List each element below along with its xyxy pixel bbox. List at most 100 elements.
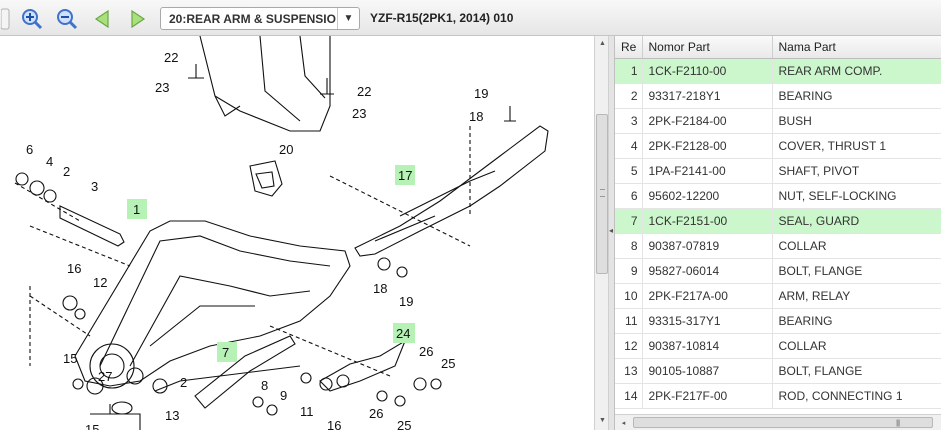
callout-label[interactable]: 23 <box>155 80 169 95</box>
cell-part-number: 2PK-F217A-00 <box>642 283 773 309</box>
cell-ref: 3 <box>615 108 643 134</box>
callout-label[interactable]: 15 <box>63 351 77 366</box>
table-horizontal-scrollbar[interactable]: ◂ |||| <box>615 414 941 430</box>
zoom-out-icon[interactable] <box>55 7 79 31</box>
cell-part-name: COLLAR <box>772 233 941 259</box>
callout-label[interactable]: 27 <box>98 369 112 384</box>
next-arrow-icon[interactable] <box>126 7 150 31</box>
cell-part-number: 90105-10887 <box>642 358 773 384</box>
callout-label[interactable]: 18 <box>373 281 387 296</box>
exploded-view-drawing: 22 23 22 23 19 18 6 4 2 3 20 17 1 16 12 … <box>14 36 549 430</box>
cell-part-number: 95602-12200 <box>642 183 773 209</box>
cell-part-name: BOLT, FLANGE <box>772 258 941 284</box>
callout-label[interactable]: 16 <box>327 418 341 430</box>
callout-label[interactable]: 22 <box>357 84 371 99</box>
callout-label[interactable]: 19 <box>474 86 488 101</box>
toolbar: 20:REAR ARM & SUSPENSIO ▼ YZF-R15(2PK1, … <box>0 0 941 36</box>
callout-label[interactable]: 11 <box>300 404 314 419</box>
callout-label[interactable]: 2 <box>180 375 187 390</box>
callout-label[interactable]: 12 <box>93 275 107 290</box>
callout-label[interactable]: 6 <box>26 142 33 157</box>
cell-ref: 14 <box>615 383 643 409</box>
scroll-up-icon[interactable]: ▲ <box>599 40 606 47</box>
cell-ref: 13 <box>615 358 643 384</box>
cell-part-number: 1PA-F2141-00 <box>642 158 773 184</box>
scrollbar-thumb[interactable]: |||| <box>633 417 933 428</box>
column-header-part-name[interactable]: Nama Part <box>772 36 941 59</box>
cell-part-number: 95827-06014 <box>642 258 773 284</box>
callout-label[interactable]: 20 <box>279 142 293 157</box>
cell-part-name: COVER, THRUST 1 <box>772 133 941 159</box>
scroll-down-icon[interactable]: ▼ <box>599 417 606 424</box>
callout-label[interactable]: 22 <box>164 50 178 65</box>
callout-label[interactable]: 17 <box>398 168 412 183</box>
section-select-value: 20:REAR ARM & SUSPENSIO <box>169 11 336 26</box>
cell-part-name: COLLAR <box>772 333 941 359</box>
callout-label[interactable]: 19 <box>399 294 413 309</box>
callout-label[interactable]: 7 <box>222 345 229 360</box>
parts-diagram[interactable]: 22 23 22 23 19 18 6 4 2 3 20 17 1 16 12 … <box>0 36 594 430</box>
callout-label[interactable]: 25 <box>397 418 411 430</box>
callout-label[interactable]: 3 <box>91 179 98 194</box>
callout-label[interactable]: 16 <box>67 261 81 276</box>
section-select[interactable]: 20:REAR ARM & SUSPENSIO ▼ <box>160 7 360 30</box>
cell-part-number: 2PK-F217F-00 <box>642 383 773 409</box>
cell-part-number: 90387-10814 <box>642 333 773 359</box>
callout-label[interactable]: 24 <box>396 326 410 341</box>
callout-label[interactable]: 4 <box>46 154 53 169</box>
cell-ref: 2 <box>615 83 643 109</box>
cell-part-number: 93315-317Y1 <box>642 308 773 334</box>
zoom-in-icon[interactable] <box>20 7 44 31</box>
cell-part-number: 93317-218Y1 <box>642 83 773 109</box>
callout-highlight-17 <box>395 165 415 185</box>
toolbar-edge-button[interactable] <box>0 7 18 31</box>
scrollbar-thumb[interactable] <box>596 114 608 274</box>
cell-part-name: ROD, CONNECTING 1 <box>772 383 941 409</box>
callout-label[interactable]: 2 <box>63 164 70 179</box>
pane-splitter[interactable]: ◂ <box>609 36 615 430</box>
callout-label[interactable]: 8 <box>261 378 268 393</box>
cell-part-number: 1CK-F2110-00 <box>642 58 773 84</box>
cell-part-name: BEARING <box>772 83 941 109</box>
scroll-left-icon[interactable]: ◂ <box>621 419 626 427</box>
cell-part-name: SEAL, GUARD <box>772 208 941 234</box>
callout-label[interactable]: 25 <box>441 356 455 371</box>
cell-part-name: ARM, RELAY <box>772 283 941 309</box>
cell-part-number: 2PK-F2128-00 <box>642 133 773 159</box>
chevron-down-icon[interactable]: ▼ <box>337 8 359 29</box>
callout-highlight-1 <box>127 199 147 219</box>
callout-label[interactable]: 15 <box>85 422 99 430</box>
callout-label[interactable]: 23 <box>352 106 366 121</box>
cell-part-name: REAR ARM COMP. <box>772 58 941 84</box>
callout-label[interactable]: 13 <box>165 408 179 423</box>
cell-part-number: 2PK-F2184-00 <box>642 108 773 134</box>
diagram-vertical-scrollbar[interactable]: ▲ ▼ <box>594 36 609 430</box>
cell-ref: 4 <box>615 133 643 159</box>
table-header-row: Re Nomor Part Nama Part <box>615 36 941 59</box>
collapse-arrow-icon[interactable]: ◂ <box>609 226 614 235</box>
callout-label[interactable]: 9 <box>280 388 287 403</box>
callout-label[interactable]: 18 <box>469 109 483 124</box>
callout-label[interactable]: 1 <box>133 202 140 217</box>
column-header-ref[interactable]: Re <box>615 36 643 59</box>
previous-arrow-icon[interactable] <box>90 7 114 31</box>
callout-label[interactable]: 26 <box>419 344 433 359</box>
column-header-part-number[interactable]: Nomor Part <box>642 36 773 59</box>
cell-ref: 8 <box>615 233 643 259</box>
callout-label[interactable]: 26 <box>369 406 383 421</box>
